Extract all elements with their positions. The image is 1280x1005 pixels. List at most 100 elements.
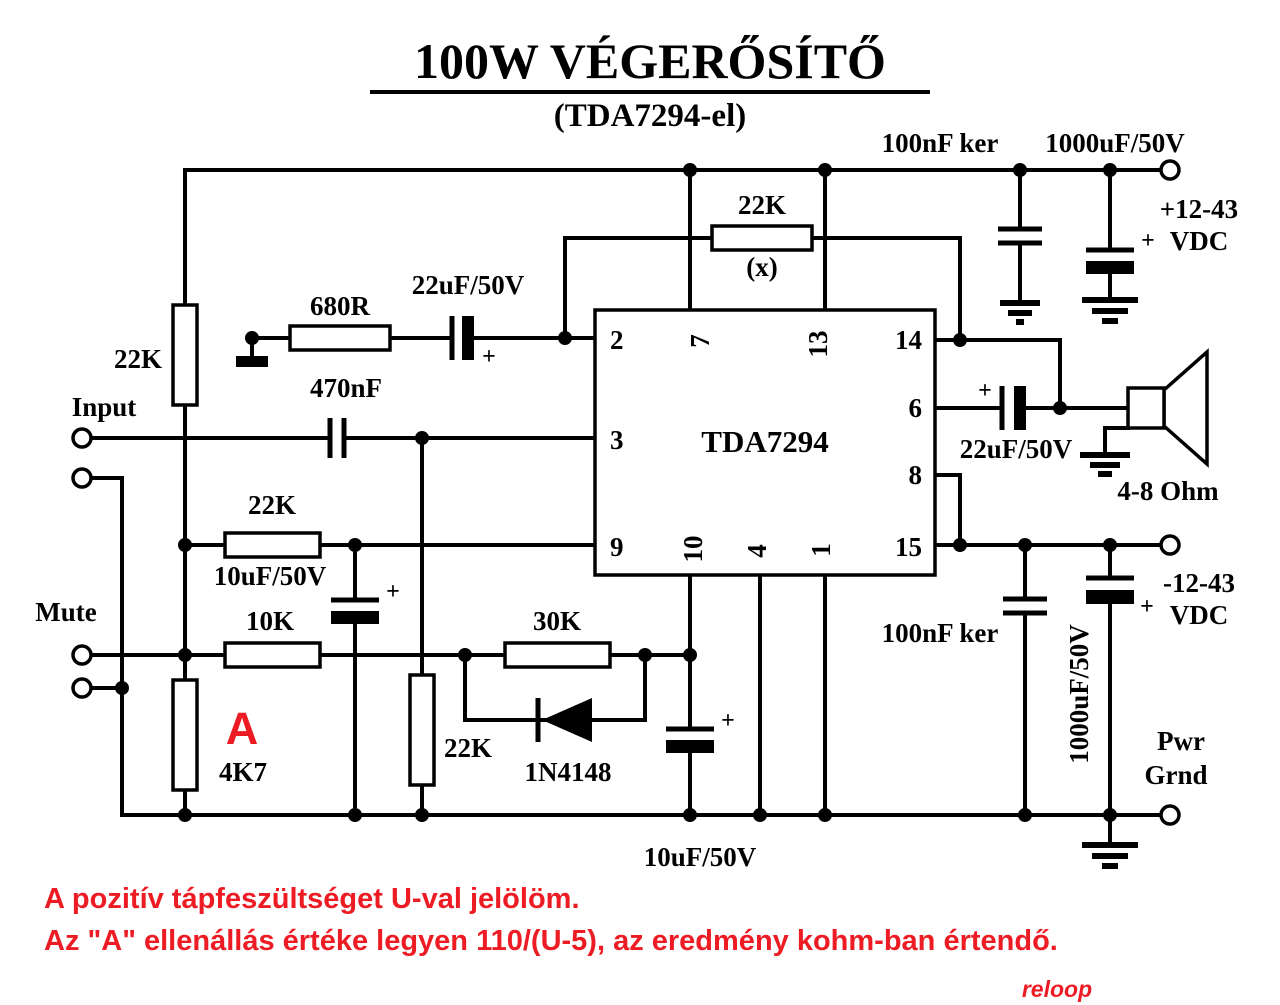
junction-dot bbox=[348, 808, 362, 822]
ic-pin-label-8: 8 bbox=[909, 460, 923, 490]
wire-output bbox=[933, 338, 1062, 410]
plus-sign-bootstrap-cap: + bbox=[978, 378, 992, 404]
resistor-gain-680r bbox=[288, 324, 392, 352]
capacitor-neg-electrolytic-1000uf bbox=[1086, 575, 1134, 604]
junction-dot bbox=[1103, 163, 1117, 177]
label-standby-cap: 10uF/50V bbox=[214, 561, 327, 591]
junction-dot bbox=[683, 163, 697, 177]
component-labels: 100nF ker 1000uF/50V +12-43 VDC 22K (x) … bbox=[35, 128, 1238, 872]
label-input-cap: 470nF bbox=[310, 373, 382, 403]
plus-sign-pos-electrolytic: + bbox=[1141, 228, 1155, 254]
junction-dot bbox=[458, 648, 472, 662]
junction-dot bbox=[953, 333, 967, 347]
label-divider-top-resistor: 22K bbox=[114, 344, 162, 374]
ic-pin-label-14: 14 bbox=[895, 325, 922, 355]
junction-dot bbox=[1018, 538, 1032, 552]
terminals bbox=[71, 159, 1181, 826]
ground-pos-electrolytic bbox=[1082, 297, 1138, 324]
terminal-mute bbox=[71, 644, 93, 666]
resistor-standby-22k bbox=[223, 531, 322, 559]
terminal-mute-ground bbox=[71, 677, 93, 699]
note-line-1: A pozitív tápfeszültséget U-val jelölöm. bbox=[44, 883, 580, 915]
wiring bbox=[89, 168, 1163, 845]
cap-plate-negative bbox=[1086, 261, 1134, 274]
junction-dot bbox=[415, 431, 429, 445]
ic-pin-label-15: 15 bbox=[895, 532, 922, 562]
ic-pin-label-3: 3 bbox=[610, 425, 624, 455]
label-pos-supply-line1: +12-43 bbox=[1160, 194, 1238, 224]
wire-speaker-ground bbox=[1103, 426, 1130, 454]
signature: reloop bbox=[1022, 976, 1092, 1002]
note-line-2: Az "A" ellenállás értéke legyen 110/(U-5… bbox=[44, 925, 1058, 957]
ic-pin-label-9: 9 bbox=[610, 532, 624, 562]
ic-pin-label-13: 13 bbox=[803, 331, 833, 358]
junction-dot bbox=[178, 538, 192, 552]
capacitor-bootstrap-22uf bbox=[999, 386, 1026, 430]
ic-body bbox=[593, 308, 937, 577]
wire-pin8 bbox=[933, 473, 962, 547]
label-gain-cap: 22uF/50V bbox=[412, 270, 525, 300]
junction-dot bbox=[1013, 163, 1027, 177]
junction-dot bbox=[818, 808, 832, 822]
wire-signal-ground bbox=[89, 476, 124, 817]
junction-dot bbox=[1103, 808, 1117, 822]
cap-plate-negative bbox=[1014, 386, 1026, 430]
resistors bbox=[171, 224, 814, 792]
label-speaker-impedance: 4-8 Ohm bbox=[1117, 476, 1219, 506]
resistor-divider-top-22k bbox=[171, 303, 199, 407]
label-mute-resistor: 10K bbox=[246, 606, 294, 636]
speaker-body bbox=[1126, 386, 1166, 430]
terminal-power-ground bbox=[1159, 804, 1181, 826]
resistor-divider-bottom-4k7 bbox=[171, 678, 199, 792]
diode-1n4148 bbox=[535, 698, 592, 742]
label-bias-resistor: 22K bbox=[444, 733, 492, 763]
resistor-mute-10k bbox=[223, 641, 322, 669]
label-feedback-note: (x) bbox=[746, 252, 777, 282]
ic-pin-label-7: 7 bbox=[685, 334, 715, 348]
ground-bottom-rail bbox=[1082, 842, 1138, 869]
terminal-input bbox=[71, 427, 93, 449]
speaker bbox=[1126, 348, 1209, 468]
terminal-positive-supply bbox=[1159, 159, 1181, 181]
page-title: 100W VÉGERŐSÍTŐ bbox=[414, 33, 886, 89]
capacitor-gain-22uf bbox=[449, 316, 474, 360]
capacitor-pos-electrolytic-1000uf bbox=[1086, 247, 1134, 274]
label-pos-supply-line2: VDC bbox=[1170, 226, 1229, 256]
label-mute-cap: 10uF/50V bbox=[644, 842, 757, 872]
ground-gain-network bbox=[236, 356, 268, 367]
resistor-a-designator: A bbox=[226, 703, 259, 754]
terminal-input-ground bbox=[71, 467, 93, 489]
junction-dot bbox=[178, 648, 192, 662]
junction-dots bbox=[115, 163, 1117, 822]
ic-pin-label-10: 10 bbox=[678, 536, 708, 563]
ic-pin-label-4: 4 bbox=[742, 544, 772, 558]
label-gain-resistor: 680R bbox=[310, 291, 371, 321]
junction-dot bbox=[683, 648, 697, 662]
label-neg-supply-line1: -12-43 bbox=[1163, 568, 1235, 598]
label-bootstrap-cap: 22uF/50V bbox=[960, 434, 1073, 464]
ic-pin-label-1: 1 bbox=[806, 543, 836, 557]
diode-anode-triangle bbox=[542, 698, 592, 742]
capacitor-neg-ceramic-100nf bbox=[1003, 596, 1047, 616]
label-neg-ceramic-cap: 100nF ker bbox=[882, 618, 999, 648]
label-divider-bottom-resistor: 4K7 bbox=[219, 757, 267, 787]
junction-dot bbox=[638, 648, 652, 662]
junction-dot bbox=[415, 808, 429, 822]
cap-plate-negative bbox=[462, 316, 474, 360]
ic-name: TDA7294 bbox=[701, 424, 828, 459]
capacitor-mute-10uf bbox=[666, 726, 714, 753]
terminal-negative-supply bbox=[1159, 534, 1181, 556]
ic-pin-label-6: 6 bbox=[909, 393, 923, 423]
ground-speaker bbox=[1080, 452, 1130, 477]
title-block: 100W VÉGERŐSÍTŐ (TDA7294-el) bbox=[370, 33, 930, 134]
label-feedback-resistor: 22K bbox=[738, 190, 786, 220]
label-input: Input bbox=[72, 392, 137, 422]
junction-dot bbox=[818, 163, 832, 177]
junction-dot bbox=[115, 681, 129, 695]
cap-plate-negative bbox=[666, 740, 714, 753]
junction-dot bbox=[753, 808, 767, 822]
capacitors bbox=[327, 226, 1134, 753]
cap-plate-negative bbox=[331, 611, 379, 624]
label-neg-electrolytic-cap: 1000uF/50V bbox=[1064, 624, 1094, 764]
